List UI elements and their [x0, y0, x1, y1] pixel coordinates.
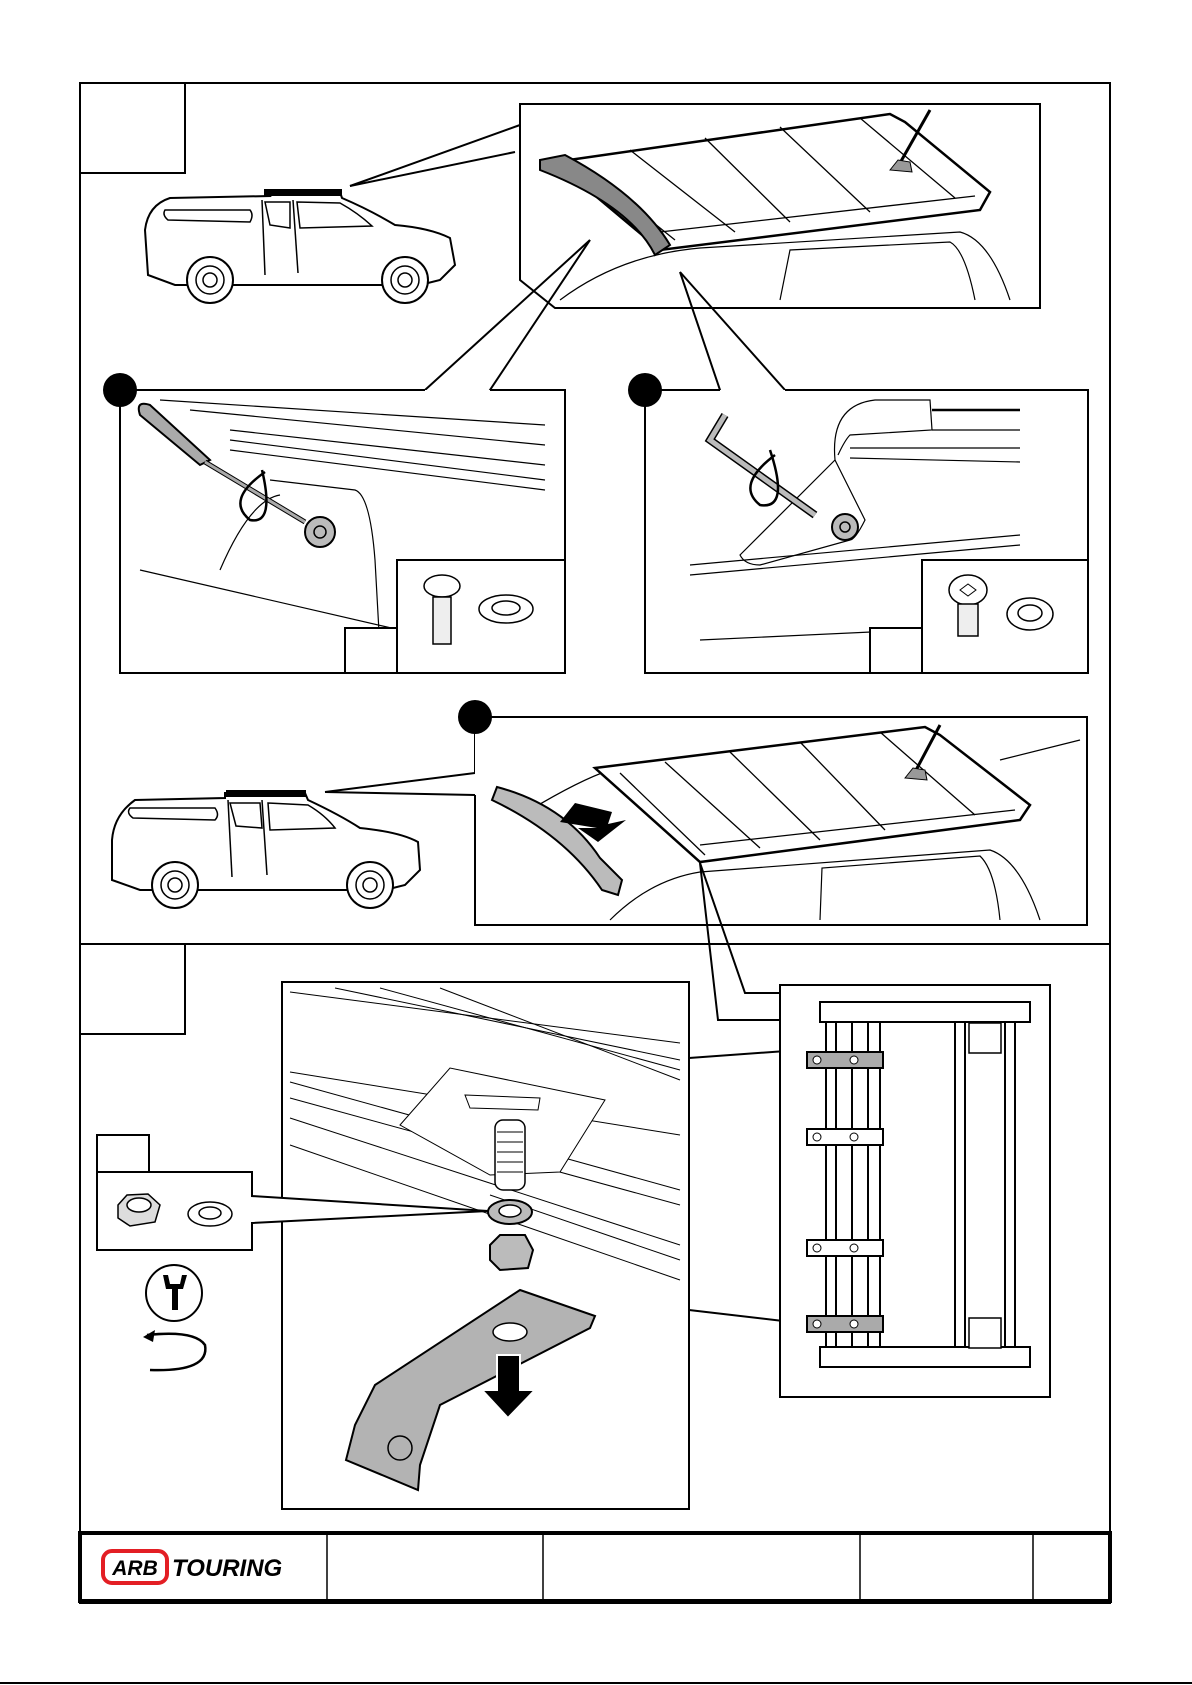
- washer-icon: [479, 595, 533, 623]
- sub-step-b-bullet: [628, 373, 662, 407]
- vehicle-illustration: [145, 190, 455, 303]
- arb-touring-logo: ARB TOURING: [103, 1551, 282, 1583]
- callout-line: [325, 792, 475, 795]
- spanner-tool-icon: [146, 1265, 202, 1321]
- screw-head: [305, 517, 335, 547]
- vehicle-illustration: [112, 791, 420, 908]
- mount-underside-detail-panel: [282, 982, 689, 1509]
- roof-rack-detail-panel: [520, 104, 1040, 308]
- sub-step-a-panel: [103, 373, 565, 673]
- torx-screw-head: [832, 514, 858, 540]
- callout-line: [325, 723, 475, 792]
- parts-label-box: [345, 628, 397, 673]
- washer-icon: [1007, 598, 1053, 630]
- sub-step-c-bullet: [458, 700, 492, 734]
- parts-box: [922, 560, 1088, 673]
- washer-icon: [188, 1202, 232, 1226]
- bracket-highlighted: [807, 1316, 883, 1332]
- nyloc-nut-icon: [118, 1194, 160, 1226]
- rack-top-view-panel: [780, 985, 1050, 1397]
- bracket: [807, 1240, 883, 1256]
- sub-step-c-panel: [458, 700, 1087, 925]
- parts-label-box: [870, 628, 922, 673]
- step-label-box-2: [80, 944, 185, 1034]
- counter-clockwise-arrow-icon: [147, 1334, 205, 1370]
- logo-badge-text: ARB: [111, 1557, 158, 1580]
- bracket: [807, 1129, 883, 1145]
- threaded-stud: [495, 1120, 525, 1190]
- title-block: ARB TOURING: [80, 1533, 1110, 1601]
- step-label-box-1: [80, 83, 185, 173]
- sub-step-b-panel: [628, 373, 1088, 673]
- bracket-highlighted: [807, 1052, 883, 1068]
- logo-wordmark: TOURING: [172, 1555, 282, 1582]
- sub-step-a-bullet: [103, 373, 137, 407]
- parts-label-box: [97, 1135, 149, 1172]
- parts-box: [397, 560, 565, 673]
- nyloc-nut: [490, 1235, 533, 1270]
